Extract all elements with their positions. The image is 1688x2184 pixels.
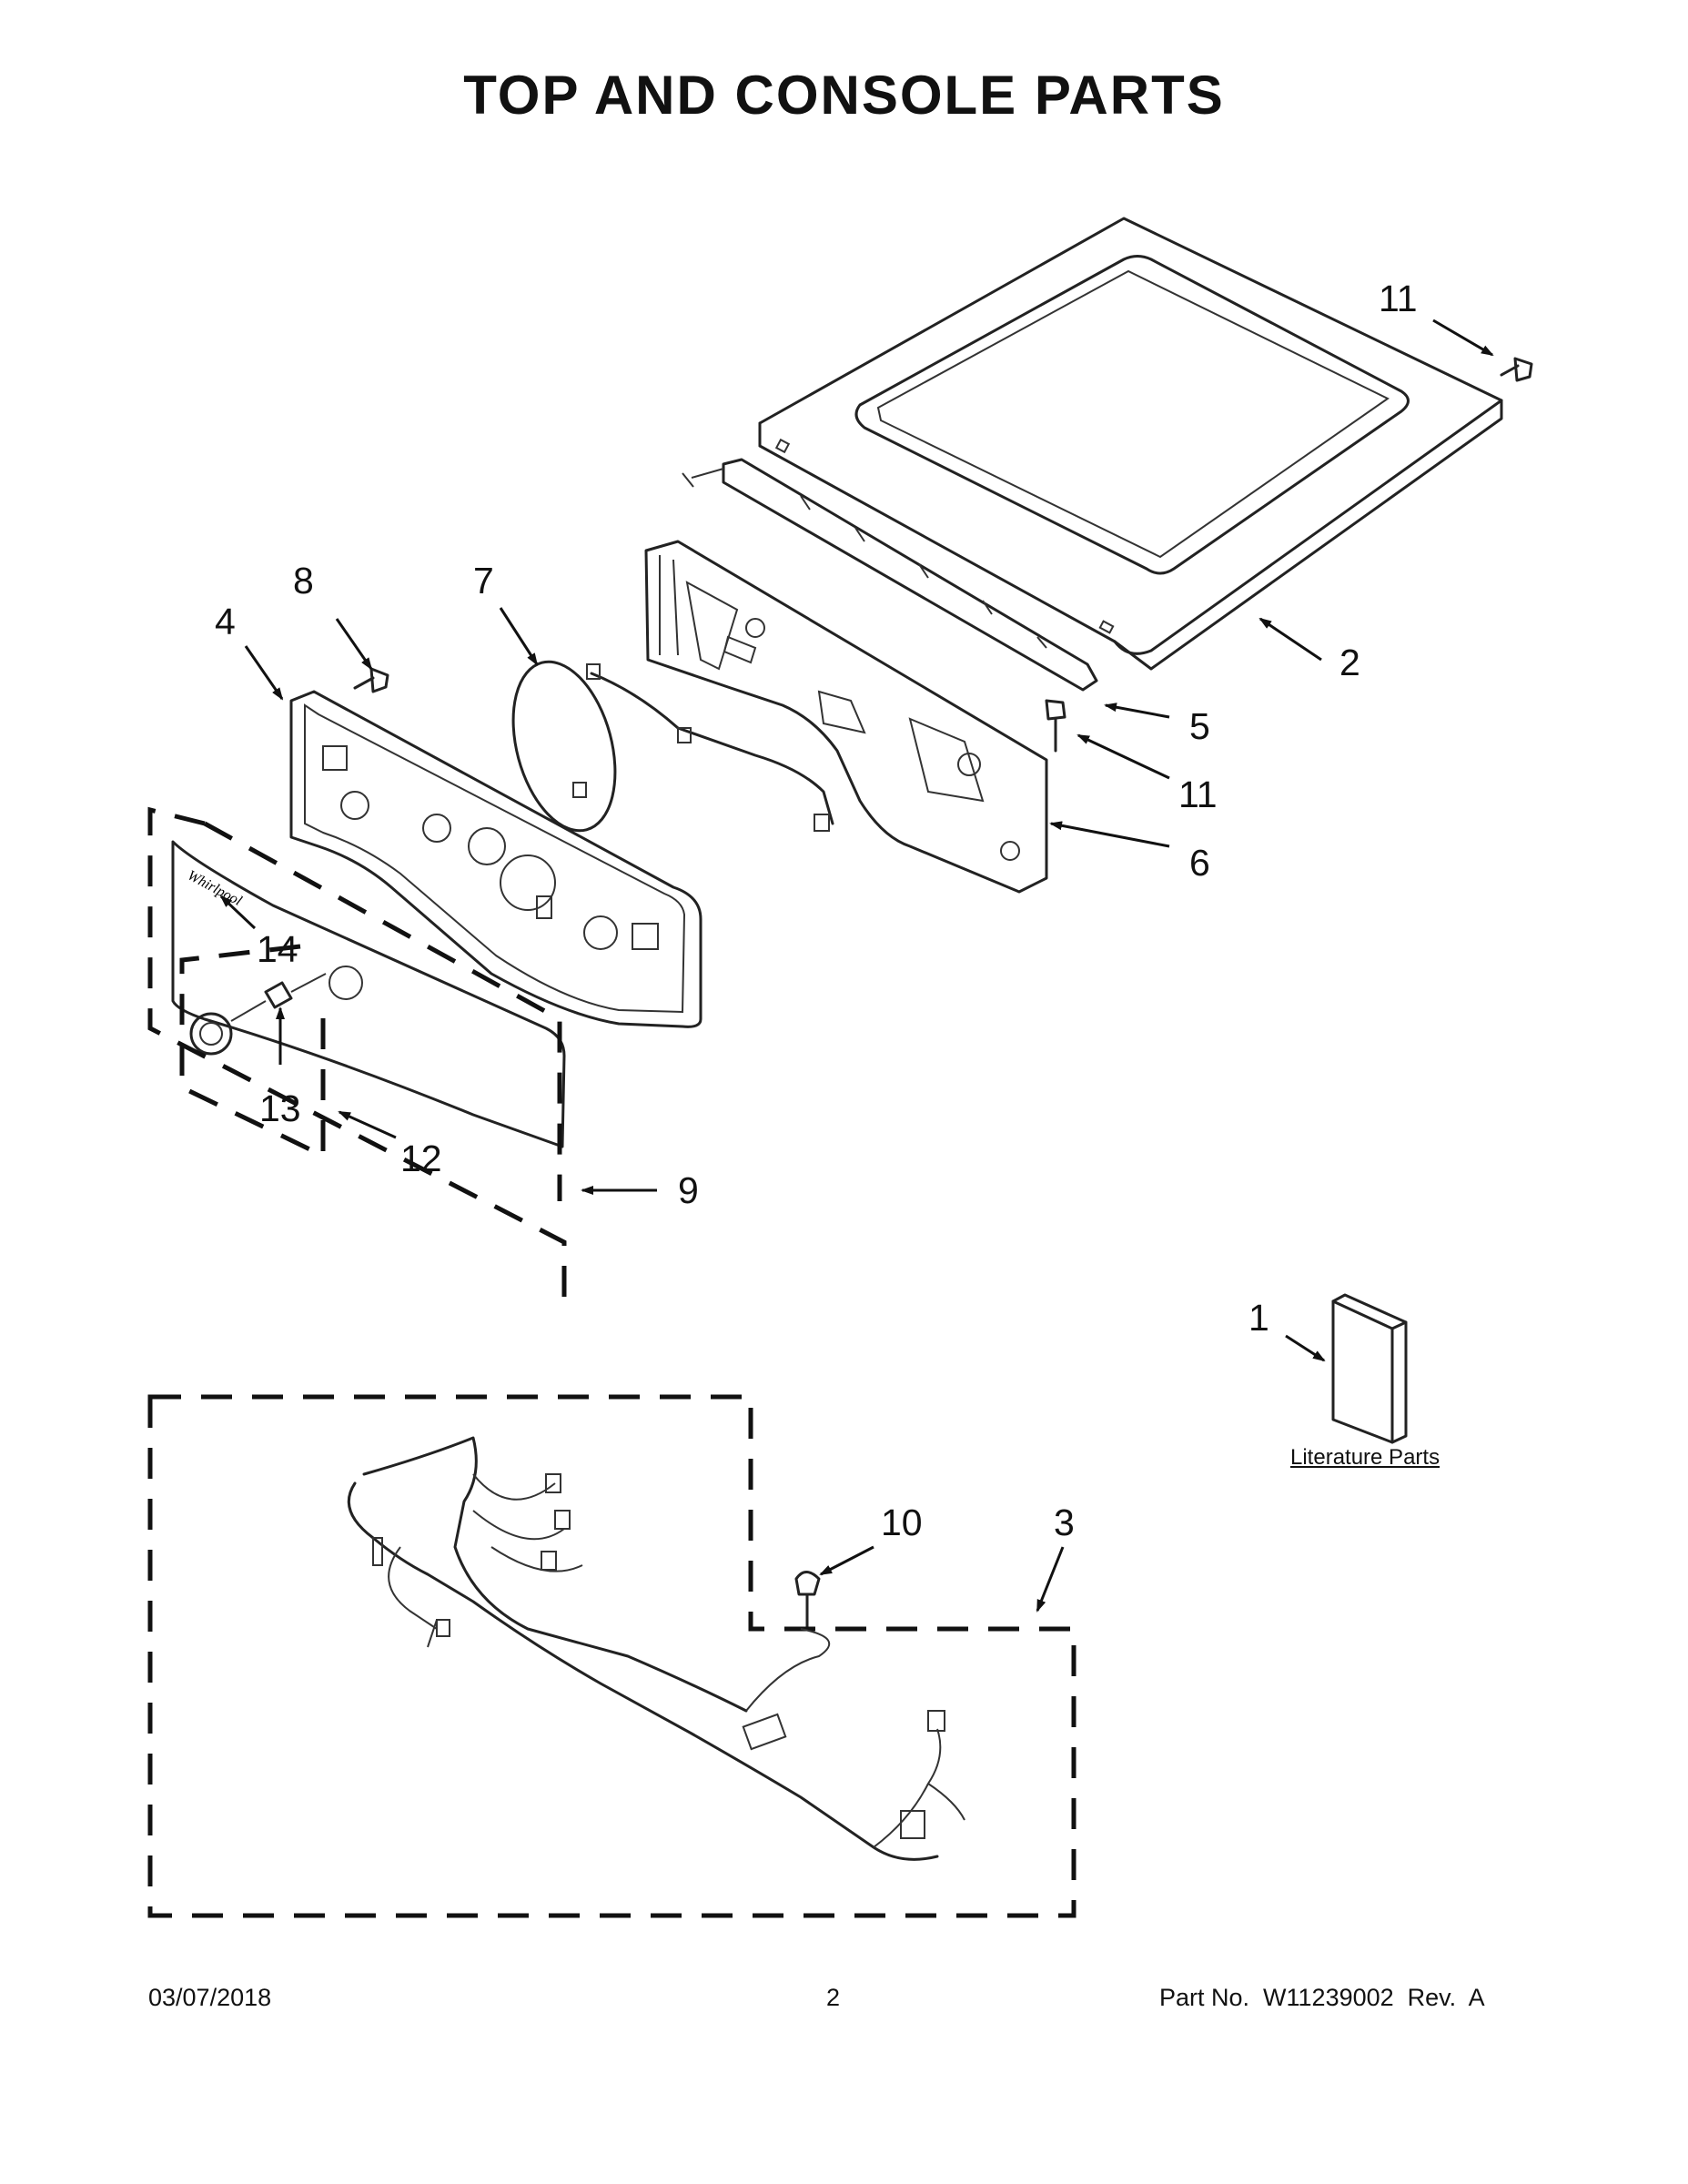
callout-2: 2 (1339, 642, 1360, 683)
callout-11-top: 11 (1379, 278, 1418, 319)
leader-arrows (219, 318, 1494, 1613)
page-title: TOP AND CONSOLE PARTS (463, 65, 1225, 126)
group-outline-part-9 (147, 806, 567, 1315)
screw-part-8 (353, 667, 389, 693)
footer-date: 03/07/2018 (148, 1984, 272, 2011)
screw-part-11-bracket (1045, 699, 1066, 753)
screw-part-10 (794, 1571, 821, 1631)
callout-3: 3 (1054, 1502, 1075, 1543)
group-outline-part-12 (179, 944, 326, 1159)
callout-13: 13 (259, 1087, 301, 1129)
top-panel-part-2 (758, 217, 1503, 671)
console-bracket-part-5 (682, 458, 1098, 692)
callout-11-bracket: 11 (1178, 774, 1218, 815)
screw-part-11-top (1500, 357, 1533, 382)
footer-page-number: 2 (826, 1984, 841, 2011)
callout-14: 14 (257, 928, 298, 970)
group-outline-part-3 (147, 1394, 1076, 1918)
callout-9: 9 (678, 1169, 699, 1211)
callout-10: 10 (881, 1502, 923, 1543)
svg-text:Whirlpool: Whirlpool (185, 868, 245, 910)
literature-parts-label: Literature Parts (1290, 1445, 1440, 1470)
knob-insert-part-13 (230, 973, 327, 1022)
main-wire-harness-part-3 (347, 1436, 965, 1861)
callout-6: 6 (1189, 842, 1210, 884)
callout-8: 8 (293, 560, 314, 602)
callout-4: 4 (215, 601, 236, 642)
console-back-panel-part-6 (644, 540, 1048, 894)
wire-harness-part-7 (511, 660, 834, 833)
console-part-4 (289, 690, 702, 1028)
overlay-part-9: Whirlpool (171, 840, 566, 1148)
knob-part-12 (189, 1012, 233, 1056)
callout-5: 5 (1189, 705, 1210, 747)
callout-12: 12 (400, 1138, 442, 1179)
callout-1: 1 (1248, 1297, 1269, 1339)
literature-booklet-part-1 (1331, 1293, 1408, 1444)
group-outline-part-9-right (203, 821, 562, 1201)
footer-part-number: Part No. W11239002 Rev. A (1159, 1984, 1485, 2011)
callout-7: 7 (473, 560, 494, 602)
